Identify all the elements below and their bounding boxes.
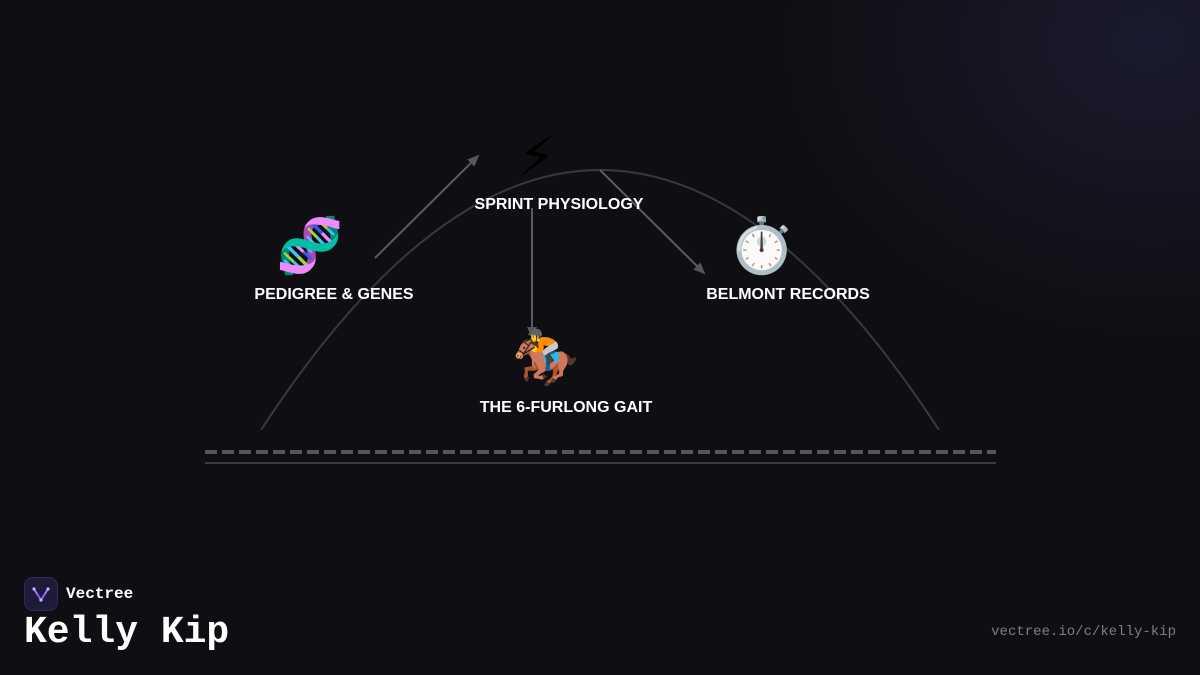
brand[interactable]: Vectree: [24, 577, 133, 611]
dna-icon: 🧬: [276, 213, 343, 278]
connector-sprint-to-belmont: [599, 169, 706, 275]
brand-name: Vectree: [66, 585, 134, 603]
connector-pedigree-to-sprint: [374, 154, 480, 259]
node-label-pedigree: PEDIGREE & GENES: [254, 286, 413, 303]
profile-url[interactable]: vectree.io/c/kelly-kip: [991, 624, 1176, 640]
author-name: Kelly Kip: [24, 611, 230, 654]
node-belmont-records[interactable]: ⏱️ BELMONT RECORDS: [706, 214, 870, 303]
node-6-furlong-gait[interactable]: 🏇 THE 6-FURLONG GAIT: [480, 326, 653, 416]
node-sprint-physiology[interactable]: ⚡ SPRINT PHYSIOLOGY: [475, 125, 644, 213]
node-label-sprint: SPRINT PHYSIOLOGY: [475, 196, 644, 213]
node-label-belmont: BELMONT RECORDS: [706, 286, 870, 303]
node-label-gait: THE 6-FURLONG GAIT: [480, 399, 653, 416]
lightning-icon: ⚡: [518, 125, 556, 188]
vectree-logo-icon: [24, 577, 58, 611]
node-pedigree-genes[interactable]: 🧬 PEDIGREE & GENES: [254, 213, 413, 303]
stopwatch-icon: ⏱️: [728, 214, 795, 277]
horse-racing-icon: 🏇: [512, 326, 579, 389]
